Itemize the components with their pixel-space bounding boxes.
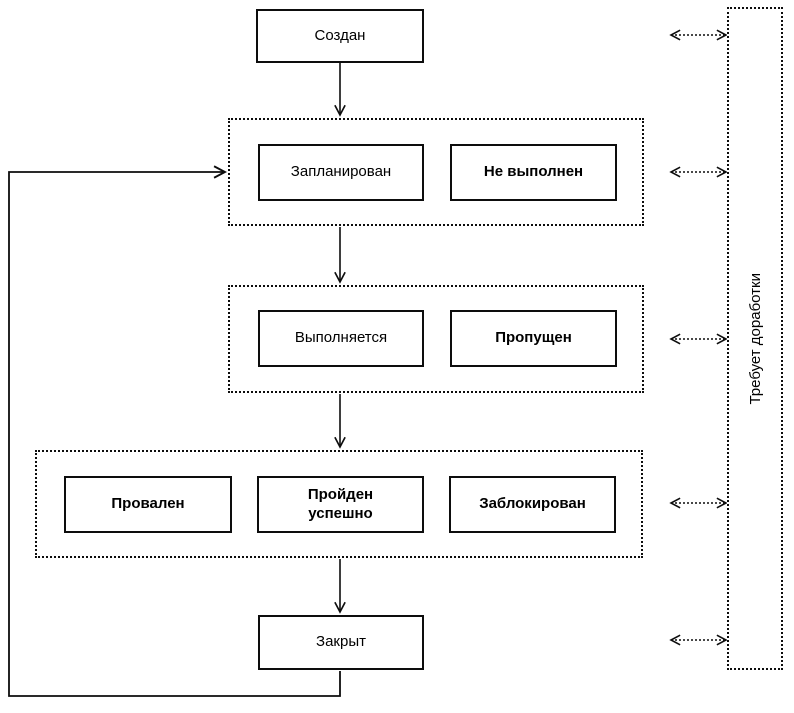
node-not-executed: Не выполнен [450,144,617,201]
node-passed-label: Пройден успешно [307,485,374,522]
node-executing-label: Выполняется [294,329,388,347]
group-result-stage [35,450,643,558]
node-blocked: Заблокирован [449,476,616,533]
node-skipped: Пропущен [450,310,617,367]
node-failed-label: Провален [111,495,185,513]
node-failed: Провален [64,476,232,533]
node-not-executed-label: Не выполнен [483,163,584,181]
rework-panel: Требует доработки [727,7,783,670]
node-closed-label: Закрыт [316,633,366,651]
group-executing-stage [228,285,644,393]
node-closed: Закрыт [258,615,424,670]
node-blocked-label: Заблокирован [479,495,586,513]
rework-panel-label: Требует доработки [746,272,764,405]
group-planned-stage [228,118,644,226]
node-planned: Запланирован [258,144,424,201]
node-passed: Пройден успешно [257,476,424,533]
node-skipped-label: Пропущен [495,329,572,347]
node-planned-label: Запланирован [290,163,392,181]
node-created: Создан [256,9,424,63]
node-executing: Выполняется [258,310,424,367]
node-created-label: Создан [314,26,366,44]
